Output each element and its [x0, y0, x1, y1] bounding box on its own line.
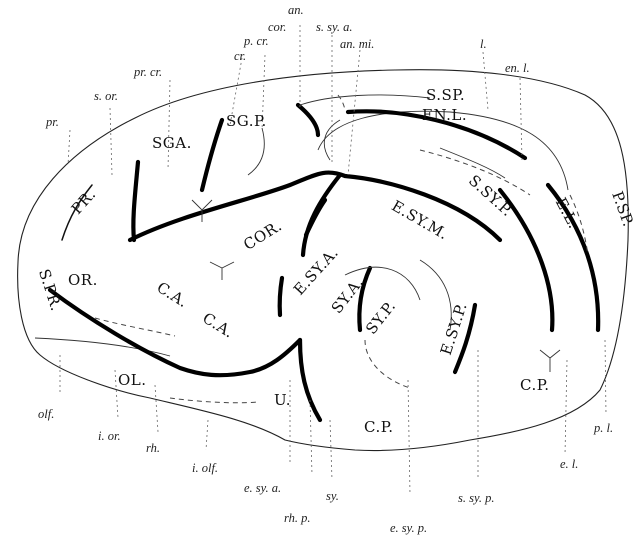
coronal-upper — [295, 102, 321, 138]
leader-anmi: an. mi. — [340, 37, 374, 51]
label-cor: COR. — [240, 216, 285, 253]
medial-outline — [299, 94, 431, 106]
leader-ssyp: s. sy. p. — [458, 491, 494, 505]
dashed-orbital — [94, 317, 176, 337]
posterior-suprasylvian — [452, 302, 478, 375]
olfactory-outline — [34, 337, 171, 357]
label-syp: SY.P. — [362, 297, 399, 338]
suprasylvian-sulcus — [127, 170, 503, 243]
leader-pr: pr. — [45, 115, 59, 129]
label-ca1: C.A. — [154, 278, 192, 311]
suprasylvian-anterior-stub — [277, 275, 285, 318]
label-or: OR. — [68, 271, 98, 289]
label-enl: EN.L. — [422, 106, 467, 124]
sulcus-coronal-arc — [247, 127, 265, 176]
leader-ior: i. or. — [98, 429, 121, 443]
label-ssyp: S.SY.P. — [465, 171, 516, 220]
label-u: U. — [274, 391, 291, 409]
dashed-sylvian-inner — [364, 339, 411, 389]
hemisphere-outline — [17, 69, 629, 452]
leader-esyp: e. sy. p. — [390, 521, 427, 535]
label-esya-upper: E.SY.A. — [290, 244, 342, 299]
sulcus-presylvian — [131, 159, 141, 243]
leader-an: an. — [288, 3, 304, 17]
leader-iolf: i. olf. — [192, 461, 218, 475]
leader-sor: s. or. — [94, 89, 118, 103]
sulcus-ansatus — [323, 119, 341, 161]
leader-el: e. l. — [560, 457, 578, 471]
leader-sy: sy. — [326, 489, 339, 503]
leader-cor: cor. — [268, 20, 286, 34]
leader-cr: cr. — [234, 49, 246, 63]
leader-pl: p. l. — [593, 421, 613, 435]
leader-pcr: p. cr. — [243, 34, 269, 48]
leader-ssya: s. sy. a. — [316, 20, 352, 34]
posterior-splenial-arc — [439, 147, 506, 179]
leader-rhp: rh. p. — [284, 511, 311, 525]
triradiate-left — [209, 261, 235, 280]
dashed-olfactory — [169, 397, 259, 404]
label-psp: P.SP. — [608, 189, 635, 229]
label-cp-bottom: C.P. — [364, 418, 394, 436]
dashed-ectolateral — [419, 149, 531, 196]
dashed-short-upper — [337, 94, 346, 111]
leader-enl: en. l. — [505, 61, 530, 75]
ectolateral-sulcus-upper — [345, 109, 528, 161]
sulcus-crucial — [199, 117, 225, 193]
ectosylvian-anterior — [300, 172, 343, 258]
leader-prcr: pr. cr. — [133, 65, 162, 79]
label-cp-right: C.P. — [520, 376, 550, 394]
leader-l: l. — [480, 37, 487, 51]
leader-lines — [59, 25, 607, 496]
triradiate-crucial — [191, 199, 213, 222]
label-sga: SGA. — [152, 134, 192, 152]
label-spr: S.PR. — [35, 267, 65, 314]
label-ssp: S.SP. — [426, 86, 465, 104]
inner-arc-outline — [317, 110, 569, 191]
dashed-posterior — [569, 194, 589, 256]
leader-olf: olf. — [38, 407, 54, 421]
label-ol: OL. — [118, 371, 147, 389]
posterior-arc — [419, 259, 452, 331]
ectolateral-sulcus — [545, 182, 601, 333]
sulcus-orbital — [61, 184, 93, 241]
leader-esya: e. sy. a. — [244, 481, 281, 495]
ectosylvian-posterior — [497, 187, 555, 333]
label-sgp: SG.P. — [226, 112, 267, 130]
label-el: E.L. — [552, 195, 583, 232]
leader-rh: rh. — [146, 441, 160, 455]
sylvian-sulcus — [47, 287, 303, 378]
inner-sylvian-arc — [344, 266, 421, 301]
triradiate-posterior — [539, 349, 561, 372]
coronal-lower — [303, 197, 328, 238]
label-ca2: C.A. — [199, 309, 237, 342]
ectosylvian-inferior — [357, 265, 373, 333]
sylvian-posterior — [297, 337, 323, 423]
